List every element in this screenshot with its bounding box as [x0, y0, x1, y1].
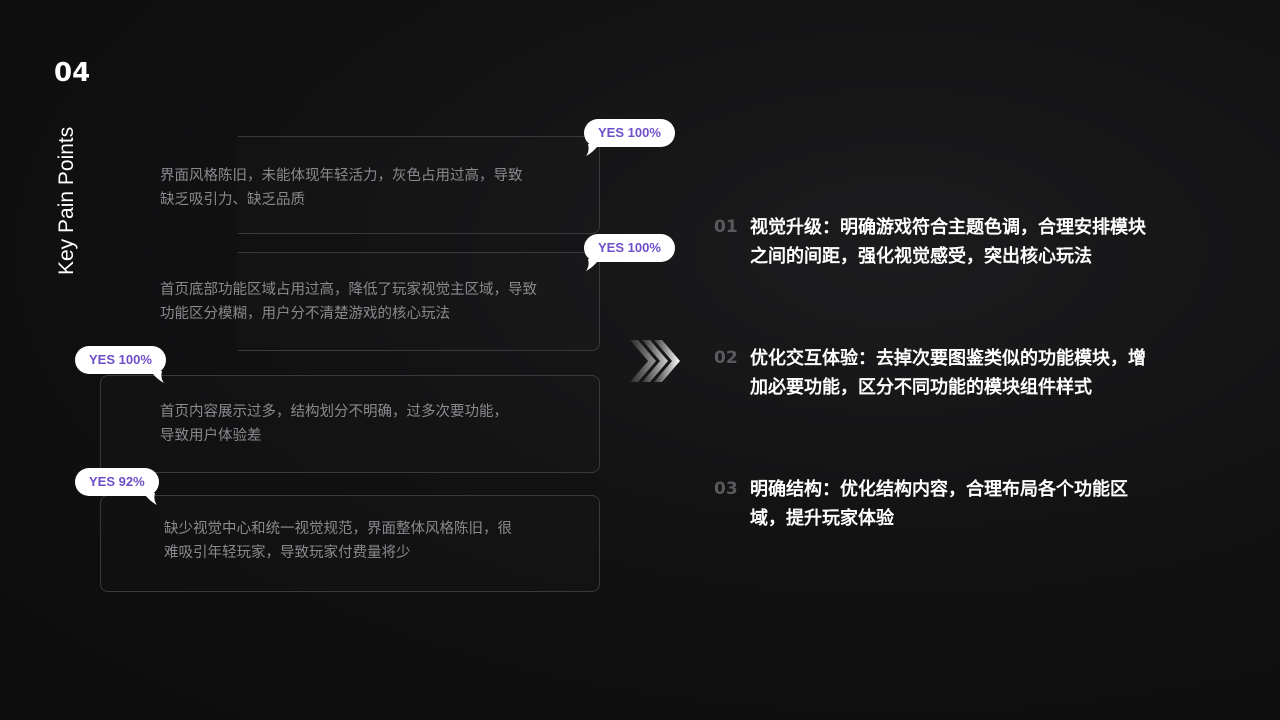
solution-number: 02 [714, 348, 738, 368]
pain-point-badge-3: YES 100% [75, 346, 166, 383]
speech-tail-icon [586, 259, 600, 271]
pain-point-badge-2: YES 100% [584, 234, 675, 271]
solution-number: 03 [714, 479, 738, 499]
triple-chevron-right-icon [630, 340, 680, 382]
solution-text: 视觉升级：明确游戏符合主题色调，合理安排模块 之间的间距，强化视觉感受，突出核心… [750, 217, 1146, 267]
section-title: Key Pain Points [55, 126, 78, 275]
pain-point-badge-1: YES 100% [584, 119, 675, 156]
solution-number: 01 [714, 217, 738, 237]
section-number: 04 [54, 58, 91, 88]
pain-point-card-3 [100, 375, 600, 473]
pain-point-text-1: 界面风格陈旧，未能体现年轻活力，灰色占用过高，导致 缺乏吸引力、缺乏品质 [160, 168, 523, 208]
pain-point-text-2: 首页底部功能区域占用过高，降低了玩家视觉主区域，导致 功能区分模糊，用户分不清楚… [160, 282, 537, 322]
pain-point-text-4: 缺少视觉中心和统一视觉规范，界面整体风格陈旧，很 难吸引年轻玩家，导致玩家付费量… [164, 521, 512, 561]
solution-item-2: 02 优化交互体验：去掉次要图鉴类似的功能模块，增 加必要功能，区分不同功能的模… [714, 344, 1210, 402]
pain-point-card-2 [238, 252, 600, 351]
speech-tail-icon [586, 144, 600, 156]
speech-tail-icon [149, 371, 164, 383]
pain-point-text-3: 首页内容展示过多，结构划分不明确，过多次要功能， 导致用户体验差 [160, 404, 508, 444]
speech-tail-icon [142, 493, 157, 505]
pain-point-card-4 [100, 495, 600, 592]
solution-item-1: 01 视觉升级：明确游戏符合主题色调，合理安排模块 之间的间距，强化视觉感受，突… [714, 213, 1210, 271]
solution-text: 优化交互体验：去掉次要图鉴类似的功能模块，增 加必要功能，区分不同功能的模块组件… [750, 348, 1146, 398]
pain-point-card-1 [238, 136, 600, 234]
pain-point-badge-4: YES 92% [75, 468, 159, 505]
solution-item-3: 03 明确结构：优化结构内容，合理布局各个功能区 域，提升玩家体验 [714, 475, 1210, 533]
solution-text: 明确结构：优化结构内容，合理布局各个功能区 域，提升玩家体验 [750, 479, 1128, 529]
